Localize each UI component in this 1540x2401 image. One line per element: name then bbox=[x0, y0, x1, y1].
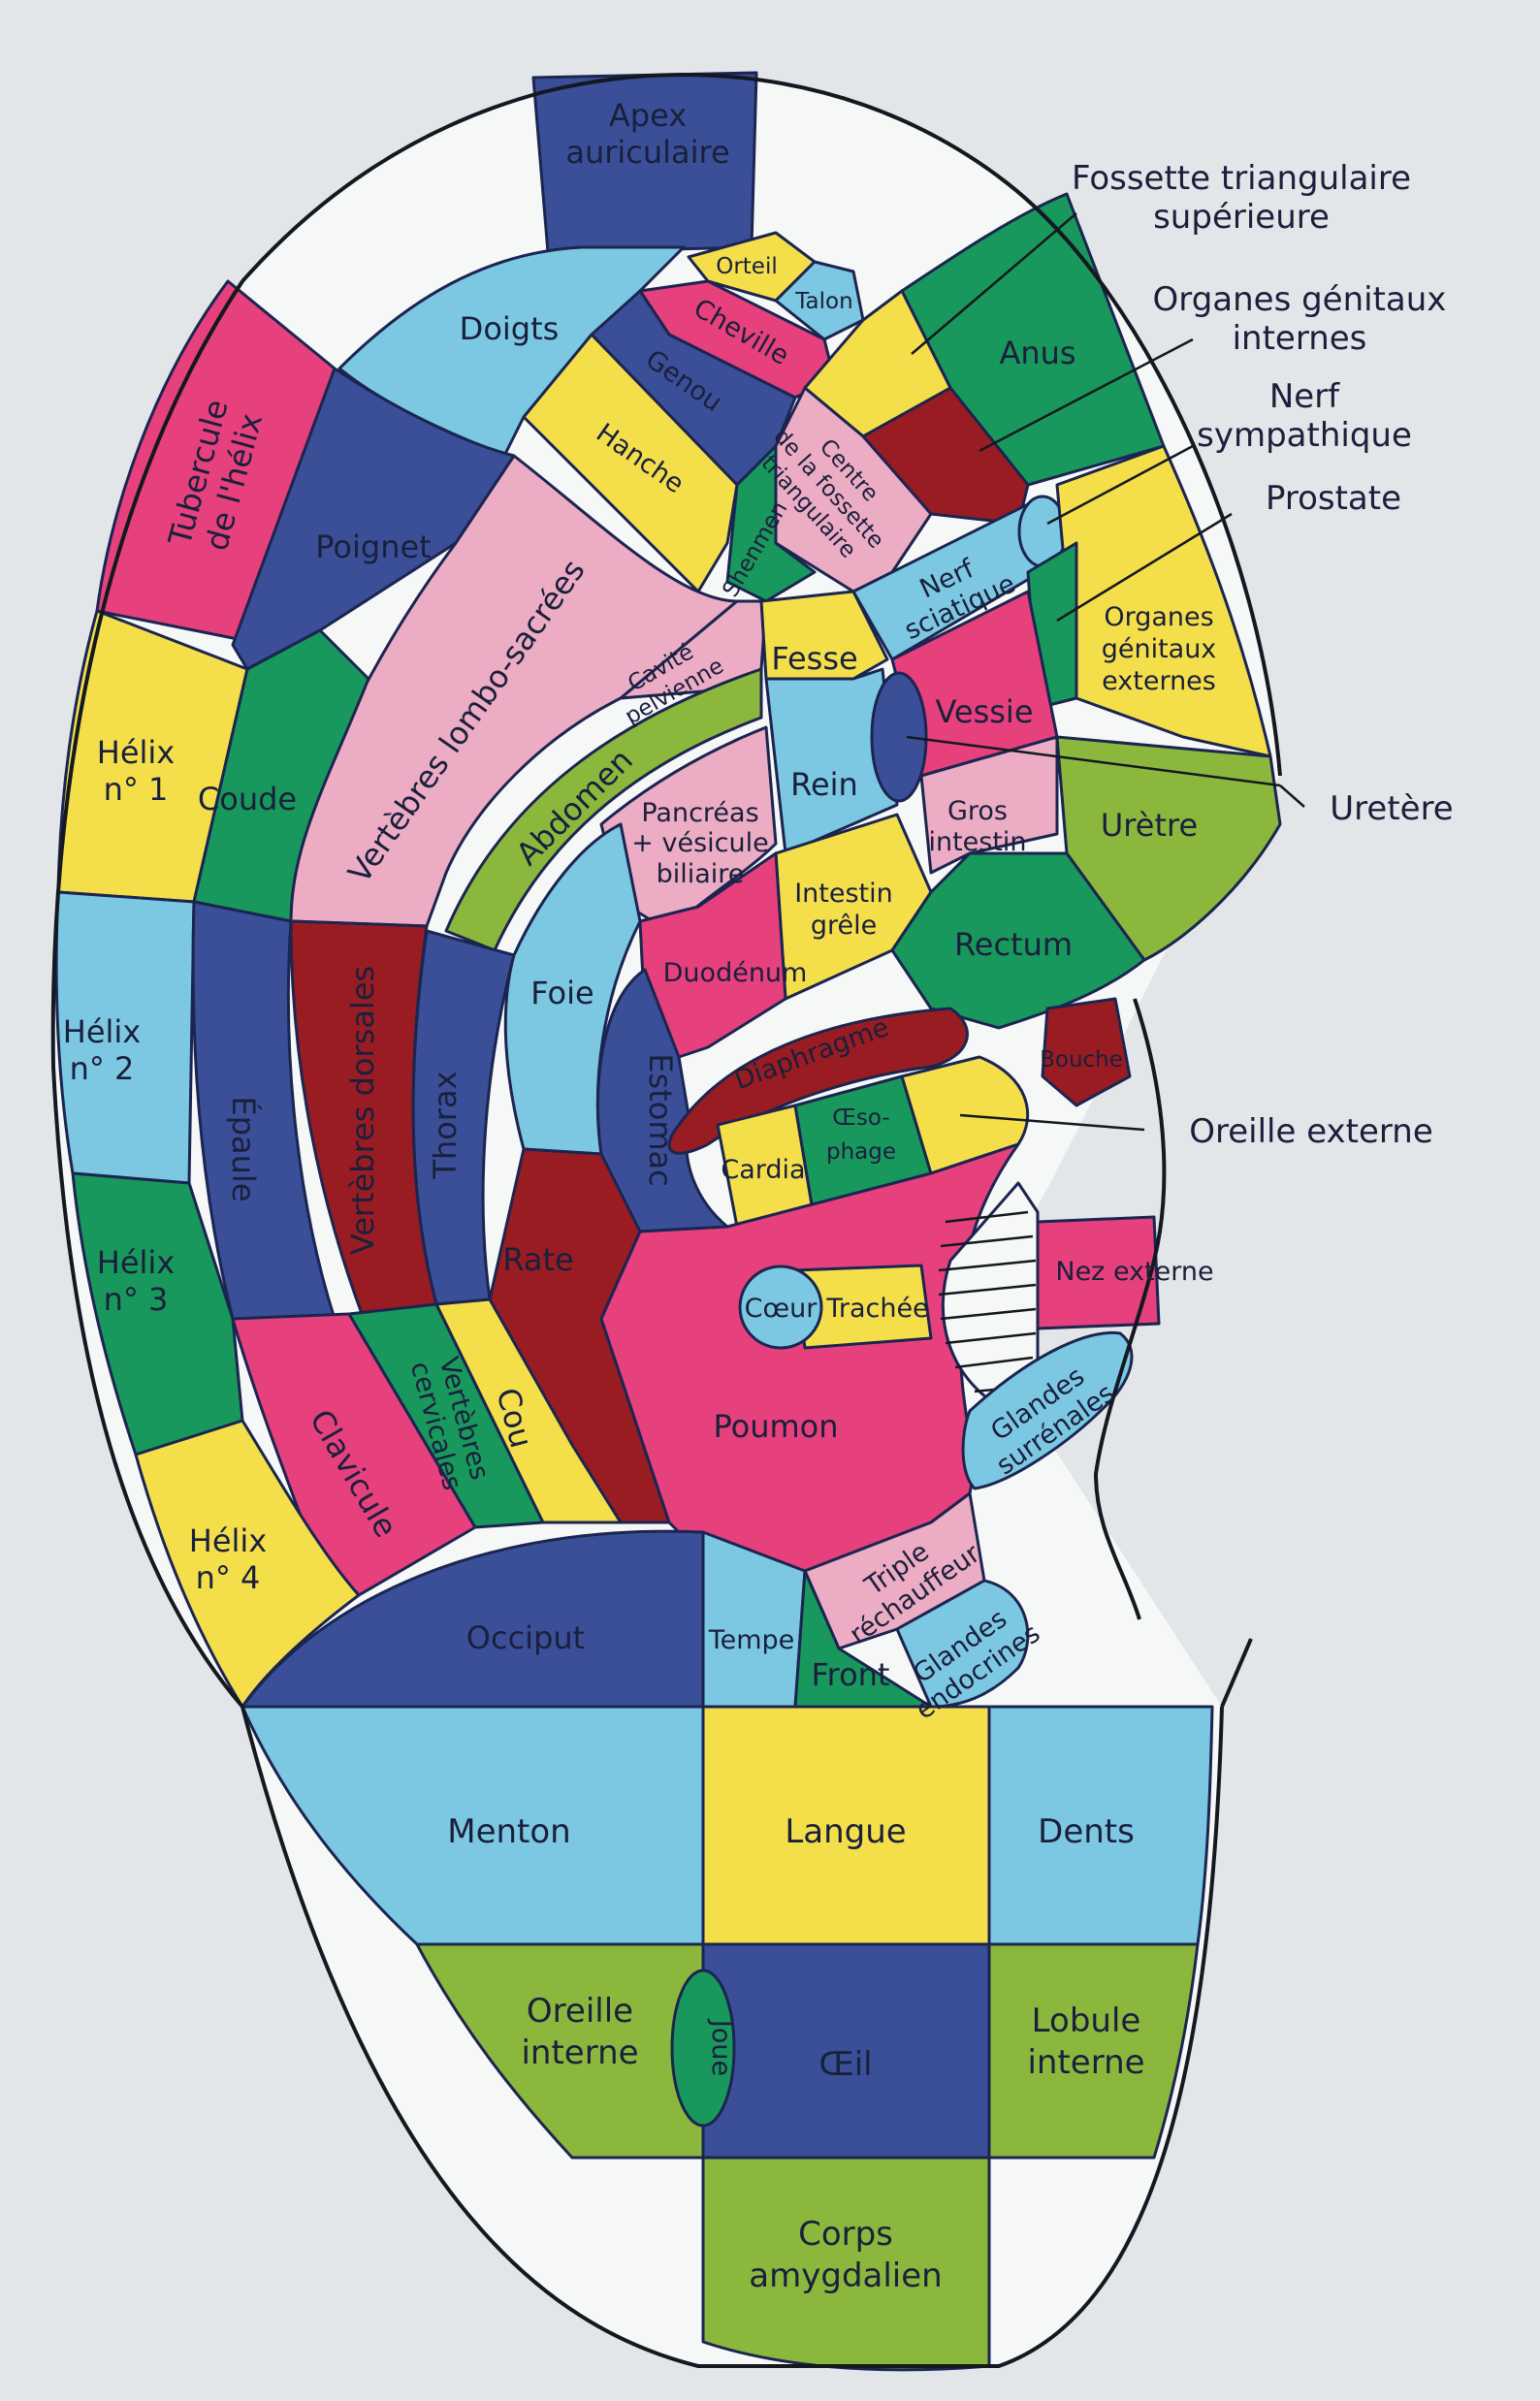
leader-lines bbox=[906, 212, 1305, 1132]
zone-shenmen bbox=[725, 444, 817, 603]
ear-outline bbox=[50, 73, 1282, 2368]
zone-dents bbox=[987, 1705, 1214, 1946]
zone-coeur bbox=[738, 1265, 823, 1350]
label-occiput: Occiput bbox=[466, 1619, 585, 1656]
label-coude: Coude bbox=[198, 781, 297, 817]
label-epaule: Épaule bbox=[225, 1097, 262, 1202]
zone-rectum bbox=[890, 851, 1146, 1030]
callout-oreille-ext: Oreille externe bbox=[1189, 1112, 1433, 1151]
label-talon: Talon bbox=[794, 289, 852, 314]
zone-shapes bbox=[52, 71, 1282, 2372]
zone-glandes-endocrines bbox=[895, 1579, 1030, 1709]
label-trachee: Trachée bbox=[825, 1294, 928, 1324]
label-tempe: Tempe bbox=[708, 1625, 795, 1655]
label-fesse: Fesse bbox=[771, 640, 857, 677]
label-front: Front bbox=[812, 1656, 890, 1693]
label-vertebres-dorsales: Vertèbres dorsales bbox=[344, 966, 381, 1255]
hatch-lines bbox=[938, 1210, 1037, 1393]
zone-gros-intestin bbox=[919, 735, 1059, 875]
zone-uretre bbox=[1055, 735, 1282, 962]
label-nez-externe: Nez externe bbox=[1055, 1257, 1213, 1287]
label-thorax: Thorax bbox=[427, 1071, 464, 1179]
zone-lobule bbox=[987, 1942, 1200, 2160]
label-estomac: Estomac bbox=[642, 1053, 679, 1186]
zone-talon bbox=[774, 260, 865, 341]
label-joue: Joue bbox=[706, 2018, 736, 2076]
label-uretre: Urètre bbox=[1101, 807, 1198, 844]
callout-prostate: Prostate bbox=[1266, 479, 1401, 518]
zone-poignet bbox=[231, 367, 516, 671]
label-rate: Rate bbox=[502, 1241, 573, 1278]
zone-hanche bbox=[522, 333, 739, 593]
zone-anus bbox=[900, 192, 1166, 487]
label-bouche: Bouche bbox=[1040, 1047, 1123, 1072]
label-poumon: Poumon bbox=[713, 1408, 838, 1445]
zone-uretere-node bbox=[870, 671, 928, 803]
label-poignet: Poignet bbox=[315, 528, 431, 565]
label-doigts: Doigts bbox=[460, 310, 560, 347]
label-cardia: Cardia bbox=[721, 1155, 805, 1185]
label-rein: Rein bbox=[790, 766, 858, 803]
label-oesophage: Œso-phage bbox=[826, 1105, 896, 1165]
zone-oreille-interne bbox=[415, 1942, 705, 2160]
label-rectum: Rectum bbox=[954, 926, 1073, 963]
zone-fesse bbox=[759, 590, 889, 681]
zone-occiput bbox=[241, 1529, 705, 1709]
label-vessie: Vessie bbox=[935, 693, 1033, 730]
zone-abdomen bbox=[444, 667, 763, 952]
zone-bouche bbox=[1041, 997, 1132, 1107]
zone-coude bbox=[192, 628, 370, 923]
label-langue: Langue bbox=[785, 1812, 906, 1851]
tragus-line bbox=[1093, 998, 1167, 1620]
label-coeur: Cœur bbox=[745, 1294, 818, 1324]
zone-organes-ext bbox=[1055, 444, 1272, 758]
zone-nez-externe bbox=[1036, 1215, 1161, 1330]
label-oeil: Œil bbox=[818, 2045, 872, 2084]
label-anus: Anus bbox=[999, 335, 1075, 371]
label-menton: Menton bbox=[447, 1812, 570, 1851]
label-foie: Foie bbox=[530, 975, 594, 1011]
callout-uretere: Uretère bbox=[1330, 789, 1453, 828]
zone-joue bbox=[670, 1969, 736, 2128]
label-dents: Dents bbox=[1038, 1812, 1135, 1851]
label-orteil: Orteil bbox=[716, 254, 778, 279]
zone-cou bbox=[434, 1297, 623, 1524]
zone-tubercule bbox=[95, 279, 337, 642]
label-duodenum: Duodénum bbox=[663, 958, 808, 988]
zone-glandes-surrenales bbox=[961, 1330, 1134, 1490]
